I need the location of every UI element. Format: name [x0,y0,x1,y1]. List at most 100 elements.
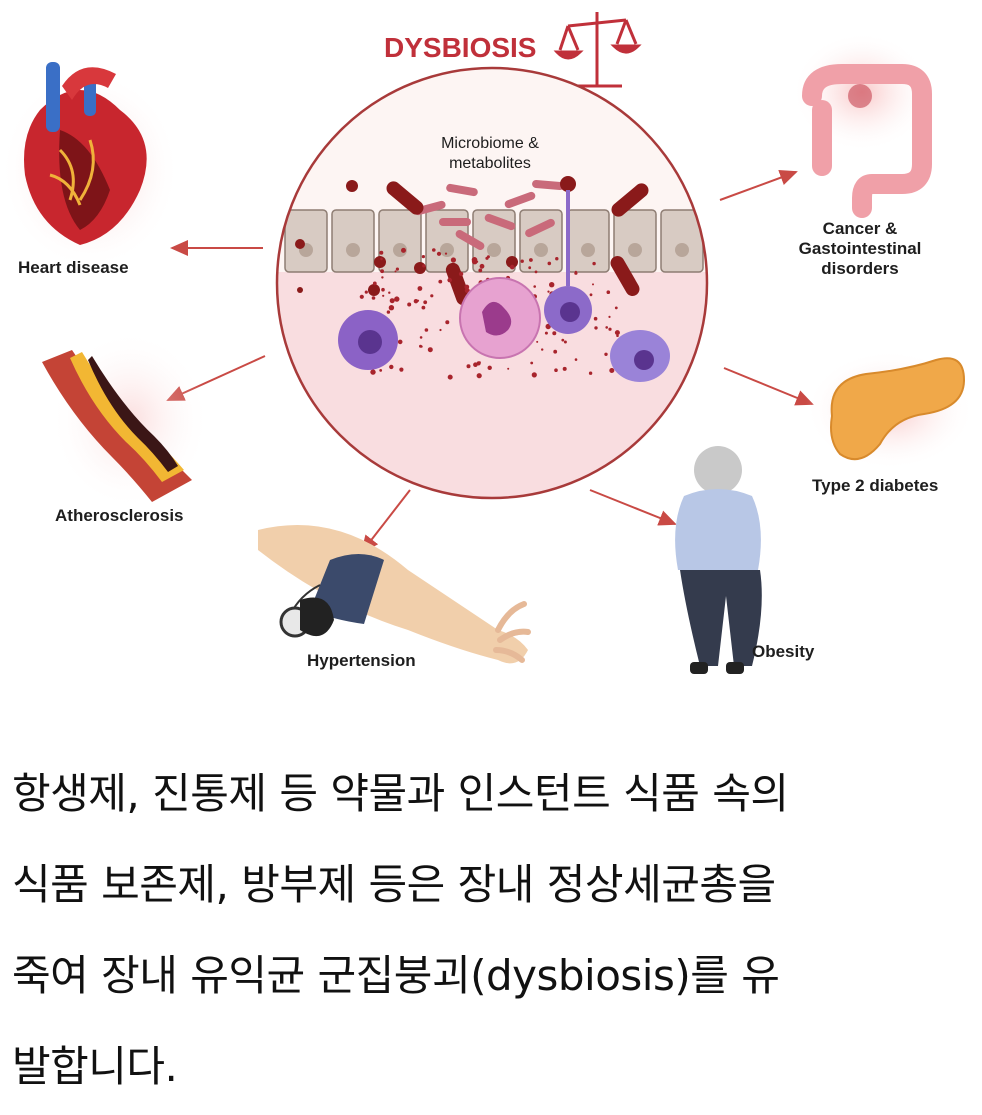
metabolite-dot [447,374,453,380]
metabolite-dot [478,268,483,273]
metabolite-dot [507,367,510,370]
metabolite-dot [422,264,426,268]
caption-line-3: 죽여 장내 유익균 군집붕괴(dysbiosis)를 유 [12,951,780,1000]
bacterium [525,218,555,238]
metabolite-dot [549,282,555,288]
metabolite-dot [386,310,391,314]
metabolite-dot [606,290,611,295]
metabolite-dot [382,294,385,297]
metabolite [374,256,386,268]
metabolite-dot [520,259,524,263]
metabolite-dot [394,296,400,302]
metabolite-dot [421,255,425,259]
metabolite-dot [553,349,558,354]
arrow-to-obesity [589,489,677,526]
metabolite-dot [509,264,515,270]
metabolite-dot [389,298,395,304]
metabolite-dot [447,277,453,283]
caption-text: 항생제, 진통제 등 약물과 인스턴트 식품 속의 식품 보존제, 방부제 등은… [12,748,974,1112]
cell-nucleus [581,243,595,257]
cell-nucleus [487,243,501,257]
metabolite-dot [531,372,537,378]
metabolite-dot [604,352,608,356]
bacterium [455,230,485,250]
metabolite-dot [432,248,436,252]
metabolite-dot [380,257,383,261]
immune-cell [459,277,541,359]
metabolite-dot [379,369,383,372]
cancer-label-line2: Gastointestinal [798,239,922,258]
epithelial-cell [331,209,375,273]
metabolite-dot [547,290,550,293]
arrow-to-hypertension [360,489,411,554]
cancer-gi-label: Cancer & Gastointestinal disorders [785,219,935,279]
metabolite-dot [372,281,377,286]
bacterium [504,191,536,209]
dysbiosis-diagram: DYSBIOSIS Microbiome & metabolites Heart… [0,12,975,674]
metabolite-dot [416,299,420,302]
immune-cell [544,190,592,334]
metabolite-dot [444,252,448,255]
metabolite-dot [574,358,578,361]
metabolite-dot [419,336,423,339]
epithelial-cell [378,209,422,273]
metabolite-dot [439,328,442,332]
cell-nucleus [675,243,689,257]
metabolite-dot [536,340,539,343]
metabolite-dot [397,339,403,345]
metabolite-dot [541,348,544,351]
gut-cross-section [275,66,709,500]
heart-disease-label: Heart disease [18,258,129,277]
bacterium [439,218,471,226]
cell-nucleus [534,243,548,257]
metabolite-dot [487,365,492,370]
metabolite-dot [389,364,394,370]
metabolite-dot [594,326,598,330]
metabolite-dot [592,283,594,286]
metabolite-dot [608,327,612,331]
metabolite-dot [421,305,426,310]
metabolite [297,287,303,293]
dysbiotic-bacterium [611,183,649,217]
metabolite-dot [417,286,423,291]
metabolite-dot [458,271,464,277]
metabolite-dot [427,347,433,353]
metabolite [368,284,380,296]
metabolite-dot [394,270,397,273]
metabolite-dot [478,361,481,364]
metabolite-dot [547,261,552,266]
metabolite-dot [380,269,384,274]
cancer-label-line1: Cancer & [822,219,898,238]
metabolite-dot [419,344,422,348]
metabolite-dot [589,293,593,297]
metabolite-dot [471,257,478,263]
cell-nucleus [440,243,454,257]
metabolite-dot [561,338,565,342]
metabolite-dot [563,340,567,344]
arrow-to-cancer [719,170,798,201]
metabolite-dot [592,261,596,266]
metabolite-dot [555,257,559,261]
metabolite-dot [424,328,429,332]
person-icon [675,446,762,674]
obesity-label: Obesity [752,642,815,661]
artery-icon [42,330,210,510]
cancer-label-line3: disorders [821,259,899,278]
metabolite-dot [530,361,534,365]
metabolite-dot [554,368,558,373]
epithelial-cell [284,209,328,273]
center-label: Microbiome & metabolites [420,134,560,174]
center-label-line2: metabolites [449,155,531,172]
bacterium [446,183,478,197]
metabolite-dot [438,279,443,284]
metabolite-dot [609,368,615,373]
metabolite-dot [466,364,471,369]
metabolite-dot [614,306,618,310]
metabolite-dot [552,331,557,336]
metabolite [346,180,358,192]
metabolite-dot [388,291,391,294]
metabolite-dot [445,320,450,325]
atherosclerosis-label: Atherosclerosis [55,506,184,525]
metabolite-dot [476,373,482,379]
metabolite-dot [588,371,593,375]
